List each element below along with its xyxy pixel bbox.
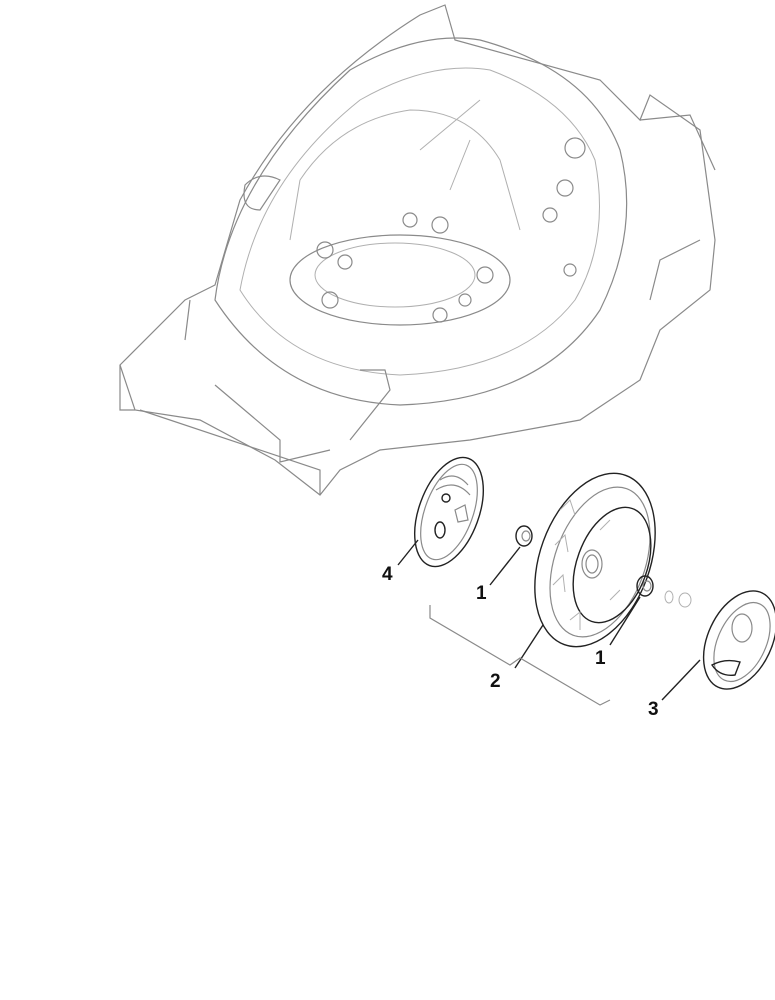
callout-label: 4 <box>382 564 393 585</box>
bearing-b <box>609 575 654 646</box>
callout-label: 1 <box>595 648 606 669</box>
assembly-bracket <box>429 605 611 706</box>
callout-label: 2 <box>490 671 501 692</box>
callout-label: 1 <box>476 583 487 604</box>
hubcap <box>661 590 775 701</box>
mower-deck <box>119 4 716 496</box>
wheel <box>514 472 656 669</box>
bearing-a <box>489 525 533 586</box>
inner-wheel-cover <box>397 456 484 568</box>
washer-and-nut <box>664 590 692 608</box>
callout-label: 3 <box>648 699 659 720</box>
